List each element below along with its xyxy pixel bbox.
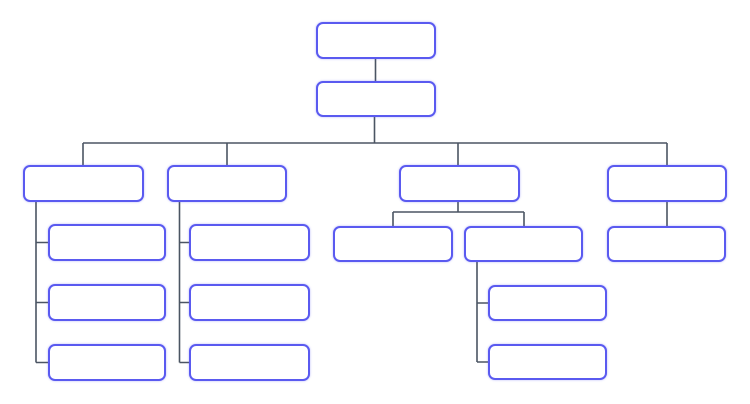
connector-branch-3-fork xyxy=(392,202,525,226)
org-node-branch-2[interactable] xyxy=(167,165,287,202)
org-node-branch-1[interactable] xyxy=(23,165,144,202)
org-node-branch-2-item-3[interactable] xyxy=(189,344,310,381)
org-node-branch-1-item-3[interactable] xyxy=(48,344,166,381)
org-node-branch-2-item-1[interactable] xyxy=(189,224,310,261)
org-node-branch-3a[interactable] xyxy=(333,226,453,262)
org-node-branch-1-item-1[interactable] xyxy=(48,224,166,261)
org-node-branch-3b-item-1[interactable] xyxy=(488,285,607,321)
connector-branch-1-spine xyxy=(35,202,48,364)
org-node-branch-3b[interactable] xyxy=(464,226,583,262)
org-node-branch-1-item-2[interactable] xyxy=(48,284,166,321)
connector-branch-2-spine xyxy=(178,202,189,364)
org-node-branch-3[interactable] xyxy=(399,165,520,202)
org-node-root[interactable] xyxy=(316,22,436,59)
org-node-branch-3b-item-2[interactable] xyxy=(488,344,607,380)
connector-branch-3b-spine xyxy=(476,262,488,363)
org-node-branch-2-item-2[interactable] xyxy=(189,284,310,321)
org-node-root-child[interactable] xyxy=(316,81,436,117)
org-node-branch-4-item-1[interactable] xyxy=(607,226,726,262)
org-node-branch-4[interactable] xyxy=(607,165,727,202)
